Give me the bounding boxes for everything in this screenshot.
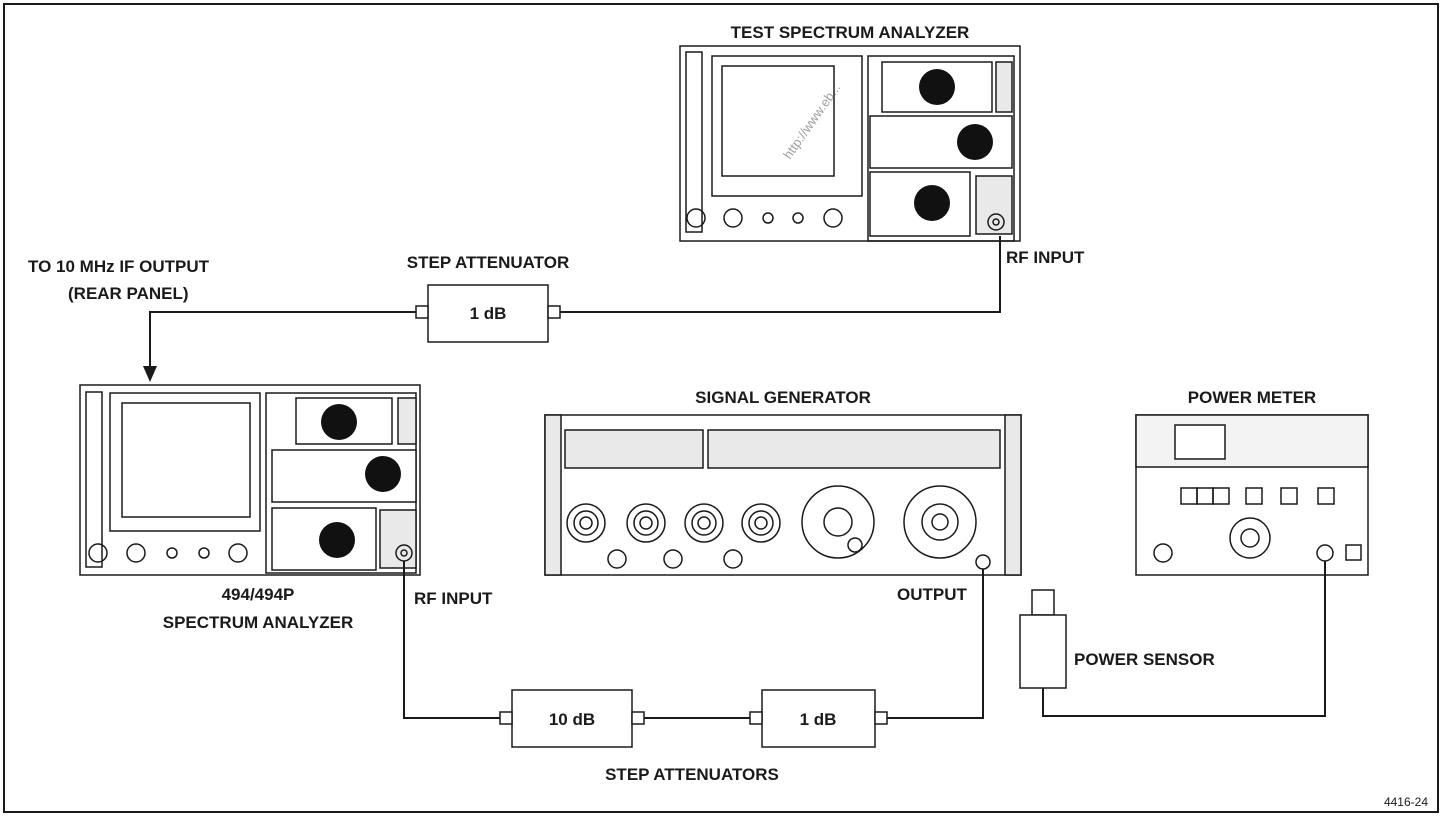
signal-generator-label: SIGNAL GENERATOR [695,388,871,407]
attenuator-1db-value: 1 dB [800,710,837,729]
test-spectrum-analyzer [679,45,1021,242]
cable-1db-to-generator [887,569,984,719]
power-sensor [1019,589,1067,689]
step-attenuators-label: STEP ATTENUATORS [605,765,779,784]
attenuator-top-value: 1 dB [470,304,507,323]
main-analyzer-label-2: SPECTRUM ANALYZER [163,613,353,632]
step-attenuator-top [415,284,561,343]
test-spectrum-analyzer-label: TEST SPECTRUM ANALYZER [731,23,970,42]
power-meter [1135,414,1369,576]
diagram-frame [3,3,1439,813]
cable-attenuator-to-test-analyzer [560,236,1001,313]
power-meter-label: POWER METER [1188,388,1316,407]
step-attenuator-10db [499,689,645,748]
figure-id: 4416-24 [1384,795,1428,809]
attenuator-10db-value: 10 dB [549,710,595,729]
signal-generator [544,414,1022,576]
cable-if-output [149,311,416,370]
main-analyzer-label-1: 494/494P [222,585,295,604]
cable-sensor-to-meter [1042,561,1326,717]
rf-input-top-label: RF INPUT [1006,248,1085,267]
output-label: OUTPUT [897,585,968,604]
cable-rf-input-to-10db [403,561,500,719]
step-attenuator-1db [749,689,888,748]
step-attenuator-label: STEP ATTENUATOR [407,253,569,272]
if-output-arrow [143,366,157,382]
if-output-label-1: TO 10 MHz IF OUTPUT [28,257,210,276]
if-output-label-2: (REAR PANEL) [68,284,189,303]
main-spectrum-analyzer [79,384,421,576]
rf-input-main-label: RF INPUT [414,589,493,608]
power-sensor-label: POWER SENSOR [1074,650,1215,669]
